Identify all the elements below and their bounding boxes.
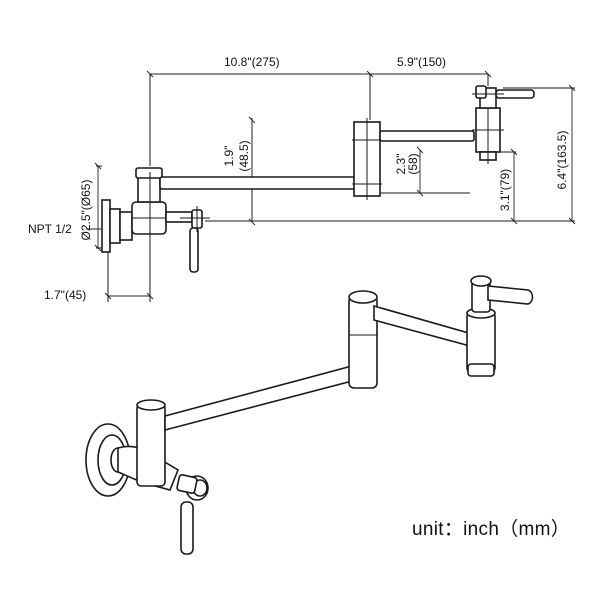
valve-cap bbox=[135, 167, 163, 179]
label-rise-mm: (48.5) bbox=[237, 140, 251, 171]
shutoff-lever bbox=[189, 227, 199, 273]
spout-knob bbox=[475, 85, 487, 99]
perspective-short-arm bbox=[373, 304, 473, 348]
second-arm bbox=[379, 130, 475, 142]
label-outlet-height: 3.1"(79) bbox=[498, 169, 512, 211]
label-total-height: 6.4"(163.5) bbox=[555, 131, 569, 190]
perspective-lever bbox=[180, 501, 194, 555]
label-rise-in: 1.9" bbox=[222, 146, 236, 167]
flange-collar bbox=[109, 208, 121, 244]
label-top-length: 10.8"(275) bbox=[224, 55, 280, 69]
perspective-elbow bbox=[348, 295, 378, 389]
label-spout-drop-in: 2.3" bbox=[394, 154, 408, 175]
wall-flange bbox=[101, 199, 111, 253]
orthographic-view: 10.8"(275) 5.9"(150) Ø2.5"(Ø65) NPT 1/2 … bbox=[28, 55, 576, 302]
first-arm bbox=[159, 176, 361, 190]
label-thread: NPT 1/2 bbox=[28, 222, 72, 236]
label-spout-drop-mm: (58) bbox=[406, 153, 420, 174]
label-wall-offset: 1.7"(45) bbox=[44, 288, 86, 302]
shutoff-stem bbox=[165, 211, 193, 223]
perspective-long-arm bbox=[164, 365, 357, 432]
perspective-riser bbox=[136, 403, 166, 487]
label-flange-diameter: Ø2.5"(Ø65) bbox=[79, 180, 93, 241]
unit-label: unit：inch（mm） bbox=[412, 519, 571, 540]
inlet-nut bbox=[119, 211, 133, 241]
perspective-view bbox=[85, 275, 534, 555]
label-right-length: 5.9"(150) bbox=[397, 55, 446, 69]
perspective-spout bbox=[466, 311, 496, 373]
perspective-spout-lever bbox=[487, 285, 534, 305]
